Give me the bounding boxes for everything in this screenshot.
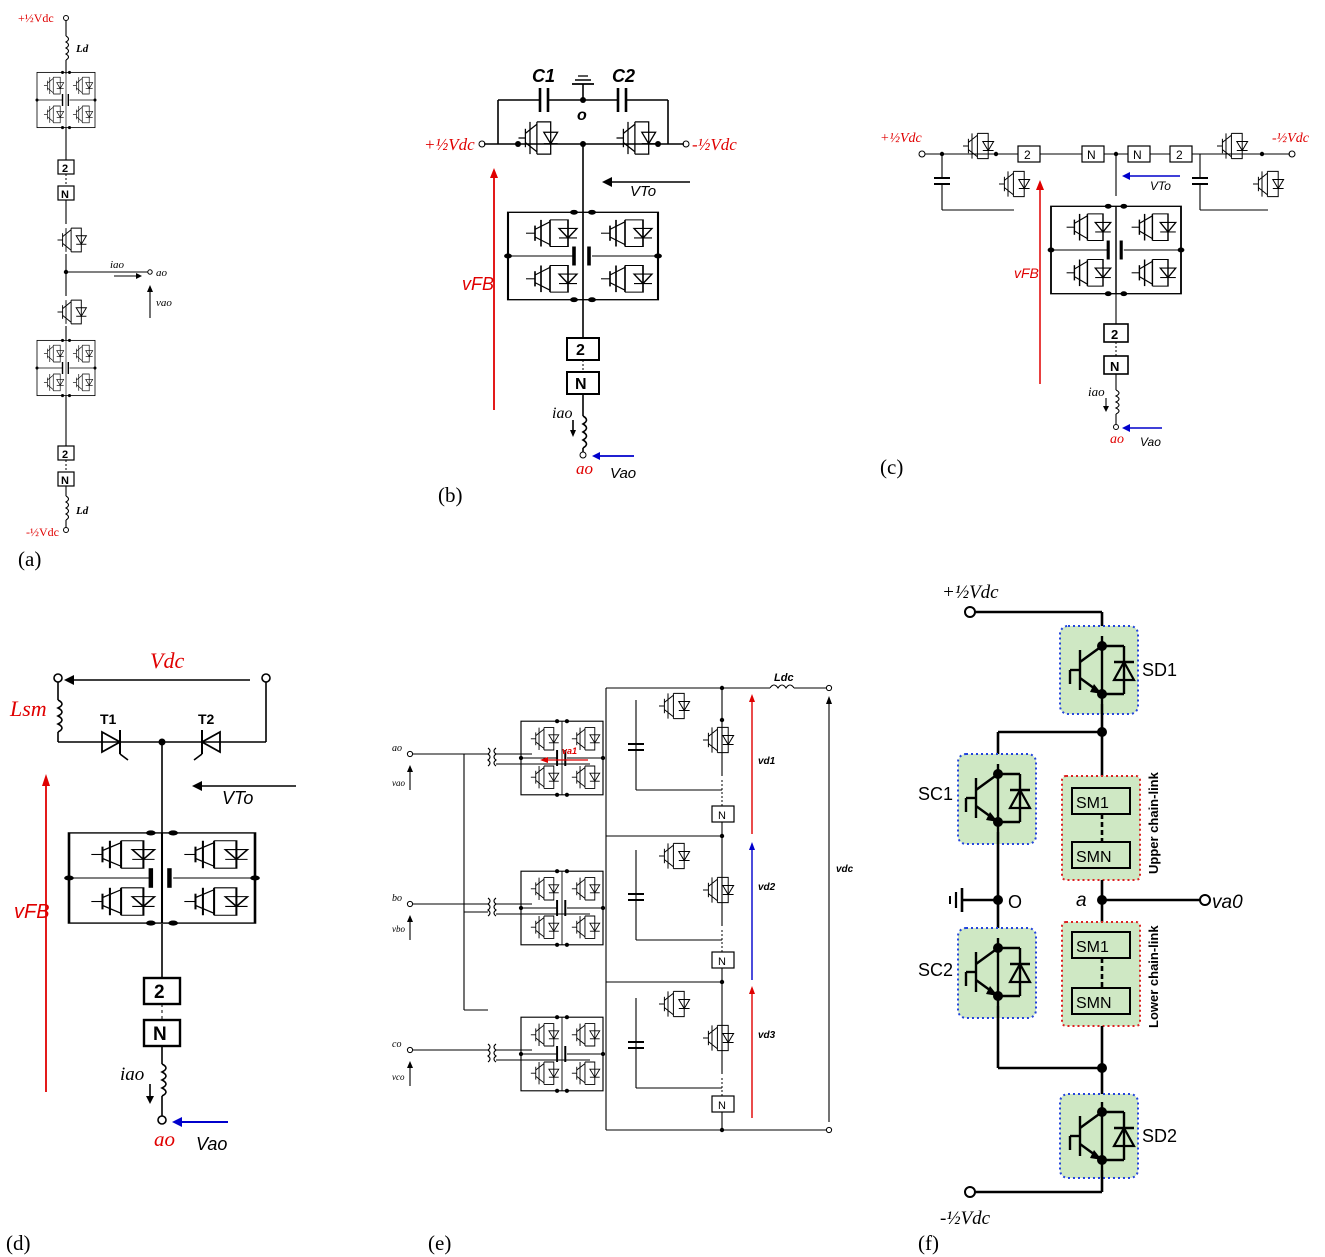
panel-e-phase-a-node: ao bbox=[392, 743, 402, 754]
panel-f-sd1-box bbox=[1059, 625, 1139, 715]
panel-f-upper-chain: Upper chain-link bbox=[1146, 771, 1161, 874]
panel-d-t2: T2 bbox=[198, 711, 215, 727]
panel-d-box-2: 2 bbox=[154, 982, 165, 1003]
panel-c-current: iao bbox=[1088, 384, 1105, 399]
panel-a-inductor-bottom-label: Ld bbox=[75, 505, 89, 517]
panel-f-node-a: a bbox=[1076, 890, 1087, 911]
panel-e-box-n-1: N bbox=[718, 810, 726, 822]
panel-e-phase-c-voltage: vco bbox=[392, 1072, 405, 1082]
panel-b-box-2: 2 bbox=[576, 342, 585, 359]
panel-c-left-voltage: +½Vdc bbox=[880, 131, 922, 146]
panel-e-inductor: Ldc bbox=[774, 672, 794, 684]
panel-f: +½Vdc SD1 SC1 O SC2 SM1 SMN Upper chain-… bbox=[918, 582, 1243, 1255]
panel-d-inductor: Lsm bbox=[9, 696, 47, 721]
panel-c: +½Vdc 2 N N 2 -½Vdc VTo bbox=[880, 131, 1310, 479]
panel-c-box-2v: 2 bbox=[1111, 327, 1118, 342]
panel-f-smn-upper: SMN bbox=[1076, 849, 1112, 866]
panel-e-phase-b-voltage: vbo bbox=[392, 924, 405, 934]
panel-c-voltage: Vao bbox=[1140, 435, 1161, 449]
panel-f-sd2: SD2 bbox=[1142, 1126, 1177, 1146]
panel-f-sd2-box bbox=[1059, 1093, 1139, 1179]
panel-f-sm1-upper: SM1 bbox=[1076, 795, 1109, 812]
panel-f-node-o: O bbox=[1008, 892, 1022, 912]
panel-b-node: ao bbox=[576, 459, 593, 478]
panel-c-box-2: N bbox=[1087, 148, 1096, 162]
panel-d-node: ao bbox=[154, 1127, 175, 1151]
panel-e-vd1: vd1 bbox=[758, 756, 776, 767]
panel-b-cap2: C2 bbox=[612, 66, 635, 86]
panel-c-node: ao bbox=[1110, 432, 1124, 447]
panel-d-t1: T1 bbox=[100, 711, 117, 727]
panel-c-box-3: N bbox=[1133, 148, 1142, 162]
panel-b: C1 C2 o +½Vdc -½Vdc VTo 2 N iao ao bbox=[424, 66, 737, 507]
panel-d-caption: (d) bbox=[6, 1231, 31, 1255]
panel-a-current: iao bbox=[110, 259, 125, 271]
panel-d-current: iao bbox=[120, 1064, 144, 1085]
panel-a-inductor-top-label: Ld bbox=[75, 43, 89, 55]
panel-e-vdc: vdc bbox=[836, 864, 854, 875]
panel-e-phase-a-voltage: vao bbox=[392, 778, 405, 788]
panel-f-sm1-lower: SM1 bbox=[1076, 939, 1109, 956]
panel-a-node: ao bbox=[156, 267, 168, 279]
panel-f-top-voltage: +½Vdc bbox=[942, 582, 999, 603]
panel-e-stage-1: ao vao va1 N bbox=[392, 688, 776, 839]
panel-a: +½Vdc Ld 2 N iao ao vao 2 N Ld bbox=[18, 11, 172, 571]
panel-d-voltage: Vao bbox=[196, 1134, 227, 1154]
panel-e-caption: (e) bbox=[428, 1231, 451, 1255]
panel-c-caption: (c) bbox=[880, 455, 903, 479]
panel-b-cap1: C1 bbox=[532, 66, 555, 86]
panel-a-box-2b: 2 bbox=[62, 449, 68, 461]
panel-a-box-nb: N bbox=[61, 475, 69, 487]
panel-b-vto: VTo bbox=[630, 183, 656, 200]
panel-c-box-1: 2 bbox=[1024, 148, 1031, 162]
panel-b-current: iao bbox=[552, 405, 572, 422]
panel-e-vd3: vd3 bbox=[758, 1030, 776, 1041]
panel-d: Vdc Lsm T1 T2 VTo 2 N iao ao Vao bbox=[6, 648, 296, 1255]
panel-f-output: va0 bbox=[1212, 892, 1243, 913]
panel-f-sc1: SC1 bbox=[918, 784, 953, 804]
panel-a-box-2: 2 bbox=[62, 163, 68, 175]
panel-b-caption: (b) bbox=[438, 483, 463, 507]
panel-d-vfb: vFB bbox=[14, 901, 50, 923]
panel-b-vfb: vFB bbox=[462, 274, 494, 294]
panel-f-sd1: SD1 bbox=[1142, 660, 1177, 680]
panel-c-box-nv: N bbox=[1110, 359, 1119, 374]
panel-f-lower-chain: Lower chain-link bbox=[1146, 925, 1161, 1028]
panel-e-stage-3: co vco N vd3 bbox=[392, 982, 776, 1130]
panel-f-caption: (f) bbox=[918, 1231, 939, 1255]
panel-c-vfb: vFB bbox=[1014, 265, 1039, 281]
panel-f-bottom-voltage: -½Vdc bbox=[940, 1208, 991, 1229]
panel-e-vd2: vd2 bbox=[758, 882, 776, 893]
panel-f-smn-lower: SMN bbox=[1076, 995, 1112, 1012]
panel-e-box-n-3: N bbox=[718, 1100, 726, 1112]
panel-e-stage-2: bo vbo N vd2 bbox=[392, 836, 776, 985]
panel-c-right-voltage: -½Vdc bbox=[1272, 131, 1310, 146]
panel-c-vto: VTo bbox=[1150, 179, 1171, 193]
panel-e-va1: va1 bbox=[562, 746, 577, 756]
panel-e: Ldc vdc ao vao va1 bbox=[392, 672, 854, 1255]
panel-d-vto: VTo bbox=[222, 788, 253, 808]
panel-d-vdc: Vdc bbox=[150, 648, 184, 673]
panel-b-right-voltage: -½Vdc bbox=[692, 135, 737, 154]
panel-f-sc2: SC2 bbox=[918, 960, 953, 980]
panel-a-bottom-voltage: -½Vdc bbox=[26, 525, 59, 539]
panel-e-phase-b-node: bo bbox=[392, 893, 402, 904]
panel-a-inductor-top bbox=[64, 35, 70, 61]
panel-b-left-voltage: +½Vdc bbox=[424, 135, 475, 154]
panel-b-voltage: Vao bbox=[610, 465, 636, 482]
panel-c-box-4: 2 bbox=[1176, 148, 1183, 162]
panel-a-top-voltage: +½Vdc bbox=[18, 11, 54, 25]
panel-a-caption: (a) bbox=[18, 547, 41, 571]
panel-b-box-n: N bbox=[575, 376, 587, 393]
panel-e-box-n-2: N bbox=[718, 956, 726, 968]
panel-e-phase-c-node: co bbox=[392, 1039, 401, 1050]
panel-a-voltage: vao bbox=[156, 297, 172, 309]
panel-d-box-n: N bbox=[153, 1024, 167, 1045]
panel-a-box-n: N bbox=[61, 189, 69, 201]
panel-b-midpoint: o bbox=[577, 107, 587, 124]
